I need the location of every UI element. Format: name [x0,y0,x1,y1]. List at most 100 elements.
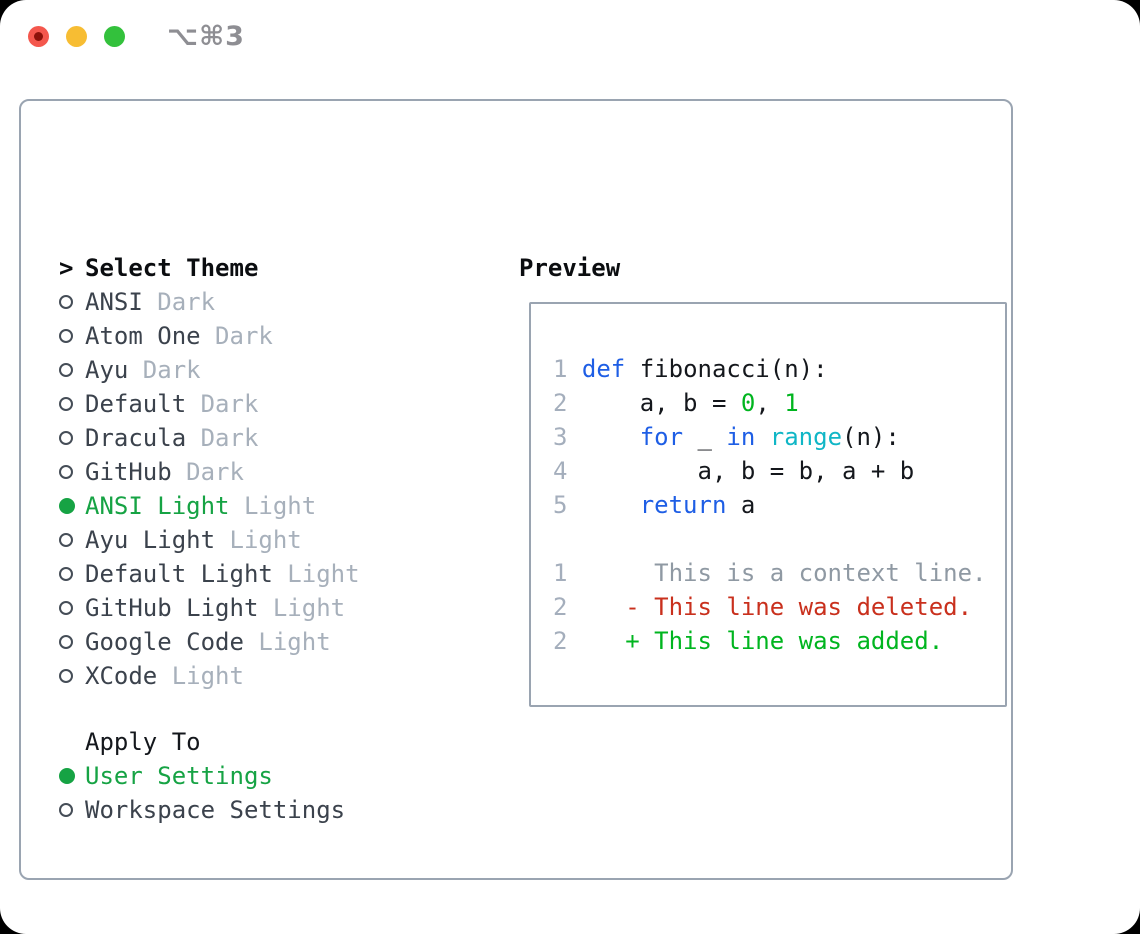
theme-option-label: GitHub [85,458,172,486]
radio-icon [59,421,85,455]
apply-option-label: User Settings [85,762,273,790]
line-number: 2 [553,593,582,621]
close-button-icon[interactable] [28,26,49,47]
theme-variant-label: Light [272,560,360,588]
theme-variant-label: Dark [200,322,273,350]
apply-to-header-row: Apply To [59,725,345,759]
line-number: 1 [553,559,582,587]
code-token: for [639,423,684,451]
code-token: in [726,423,756,451]
theme-option[interactable]: GitHub Light Light [59,591,360,625]
focus-caret-icon: > [59,254,74,282]
theme-option-label: Atom One [85,322,201,350]
code-token: a, b = [581,389,741,417]
code-line: 5 return a [553,488,986,522]
theme-option[interactable]: Ayu Light Light [59,523,360,557]
line-number: 4 [553,457,582,485]
apply-option-label: Workspace Settings [85,796,346,824]
theme-option[interactable]: Dracula Dark [59,421,360,455]
line-number: 2 [553,389,582,417]
radio-icon [59,353,85,387]
theme-variant-label: Light [215,526,302,554]
code-token: range [769,423,843,451]
code-token: (n): [842,423,900,451]
theme-variant-label: Light [229,492,317,520]
traffic-lights [28,26,125,47]
radio-selected-icon [59,759,85,793]
theme-option[interactable]: Default Dark [59,387,360,421]
minimize-button-icon[interactable] [66,26,87,47]
apply-option[interactable]: User Settings [59,759,345,793]
preview-header: Preview [519,254,621,282]
line-number: 3 [553,423,582,451]
line-number: 1 [553,355,582,383]
theme-option-label: ANSI Light [85,492,230,520]
theme-option[interactable]: Ayu Dark [59,353,360,387]
code-token: This is a context line. [581,559,987,587]
theme-option[interactable]: GitHub Dark [59,455,360,489]
select-theme-header: Select Theme [85,254,259,282]
code-line: 2 - This line was deleted. [553,590,986,624]
code-token [582,491,640,519]
theme-option[interactable]: ANSI Light Light [59,489,360,523]
radio-selected-icon [59,489,85,523]
theme-option[interactable]: ANSI Dark [59,285,360,319]
theme-option-label: Dracula [85,424,187,452]
code-token: return [639,491,727,519]
code-token [755,423,769,451]
code-line: 4 a, b = b, a + b [553,454,986,488]
theme-option-label: GitHub Light [85,594,259,622]
code-token: + This line was added. [581,627,944,655]
code-token: 1 [784,389,799,417]
zoom-button-icon[interactable] [104,26,125,47]
radio-icon [59,659,85,693]
help-text: (Use Enter to select, Tab to change focu… [59,861,464,934]
code-token: a, b = b, a + b [581,457,915,485]
radio-icon [59,387,85,421]
line-number: 5 [553,491,582,519]
apply-to-header: Apply To [85,728,201,756]
theme-option-label: Ayu [85,356,129,384]
code-token: a [726,491,756,519]
theme-option-label: XCode [85,662,158,690]
radio-icon [59,455,85,489]
radio-icon [59,285,85,319]
theme-option[interactable]: Google Code Light [59,625,360,659]
code-token: , [755,389,785,417]
radio-icon [59,793,85,827]
theme-variant-label: Dark [142,288,216,316]
apply-option[interactable]: Workspace Settings [59,793,345,827]
code-token [582,423,640,451]
theme-option-label: Default Light [85,560,273,588]
theme-variant-label: Light [243,628,331,656]
radio-icon [59,523,85,557]
theme-option-label: ANSI [85,288,143,316]
select-theme-header-row: > Select Theme [59,251,360,285]
help-line-1: (Use Enter to select, Tab to [59,929,464,934]
code-line: 3 for _ in range(n): [553,420,986,454]
theme-option-label: Google Code [85,628,244,656]
theme-option[interactable]: XCode Light [59,659,360,693]
code-line: 1 This is a context line. [553,556,986,590]
theme-variant-label: Light [258,594,346,622]
radio-icon [59,625,85,659]
radio-icon [59,319,85,353]
theme-option-label: Default [85,390,187,418]
theme-variant-label: Dark [186,424,259,452]
theme-option[interactable]: Default Light Light [59,557,360,591]
code-line: 2 + This line was added. [553,624,986,658]
theme-option-label: Ayu Light [85,526,216,554]
theme-variant-label: Dark [128,356,201,384]
code-line [553,522,986,556]
radio-icon [59,591,85,625]
theme-option[interactable]: Atom One Dark [59,319,360,353]
code-token: 0 [740,389,756,417]
window-title: ⌥⌘3 [167,21,245,52]
